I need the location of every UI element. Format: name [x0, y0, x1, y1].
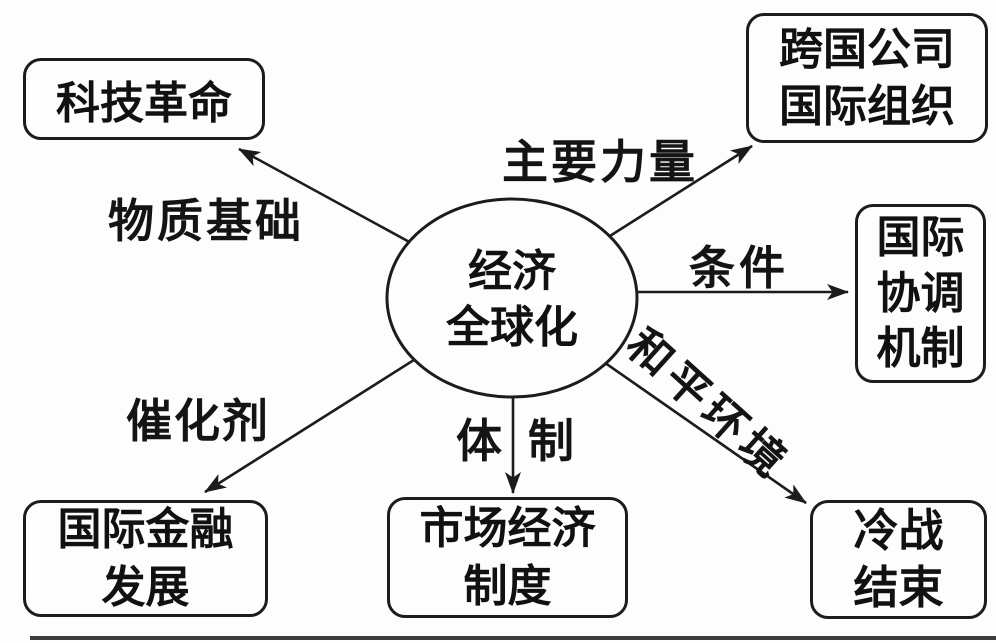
node-cold-war-end: 冷战 结束 [810, 500, 987, 619]
node-market-economy: 市场经济 制度 [387, 497, 628, 618]
node-multinational-orgs: 跨国公司 国际组织 [746, 13, 988, 143]
node-intl-coordination: 国际 协调 机制 [855, 204, 986, 383]
edge-label-condition: 条件 [689, 241, 789, 295]
edge-label-main-force: 主要力量 [502, 135, 698, 189]
edge-label-material-basis: 物质基础 [108, 194, 304, 248]
node-tech-revolution: 科技革命 [23, 58, 265, 140]
page-bottom-edge-line [30, 636, 996, 640]
edge-label-catalyst: 催化剂 [126, 394, 270, 448]
center-node-label: 经济 全球化 [446, 245, 578, 353]
edge-label-system: 体 制 [456, 414, 575, 468]
center-ellipse [385, 197, 639, 399]
node-intl-finance: 国际金融 发展 [23, 500, 268, 617]
